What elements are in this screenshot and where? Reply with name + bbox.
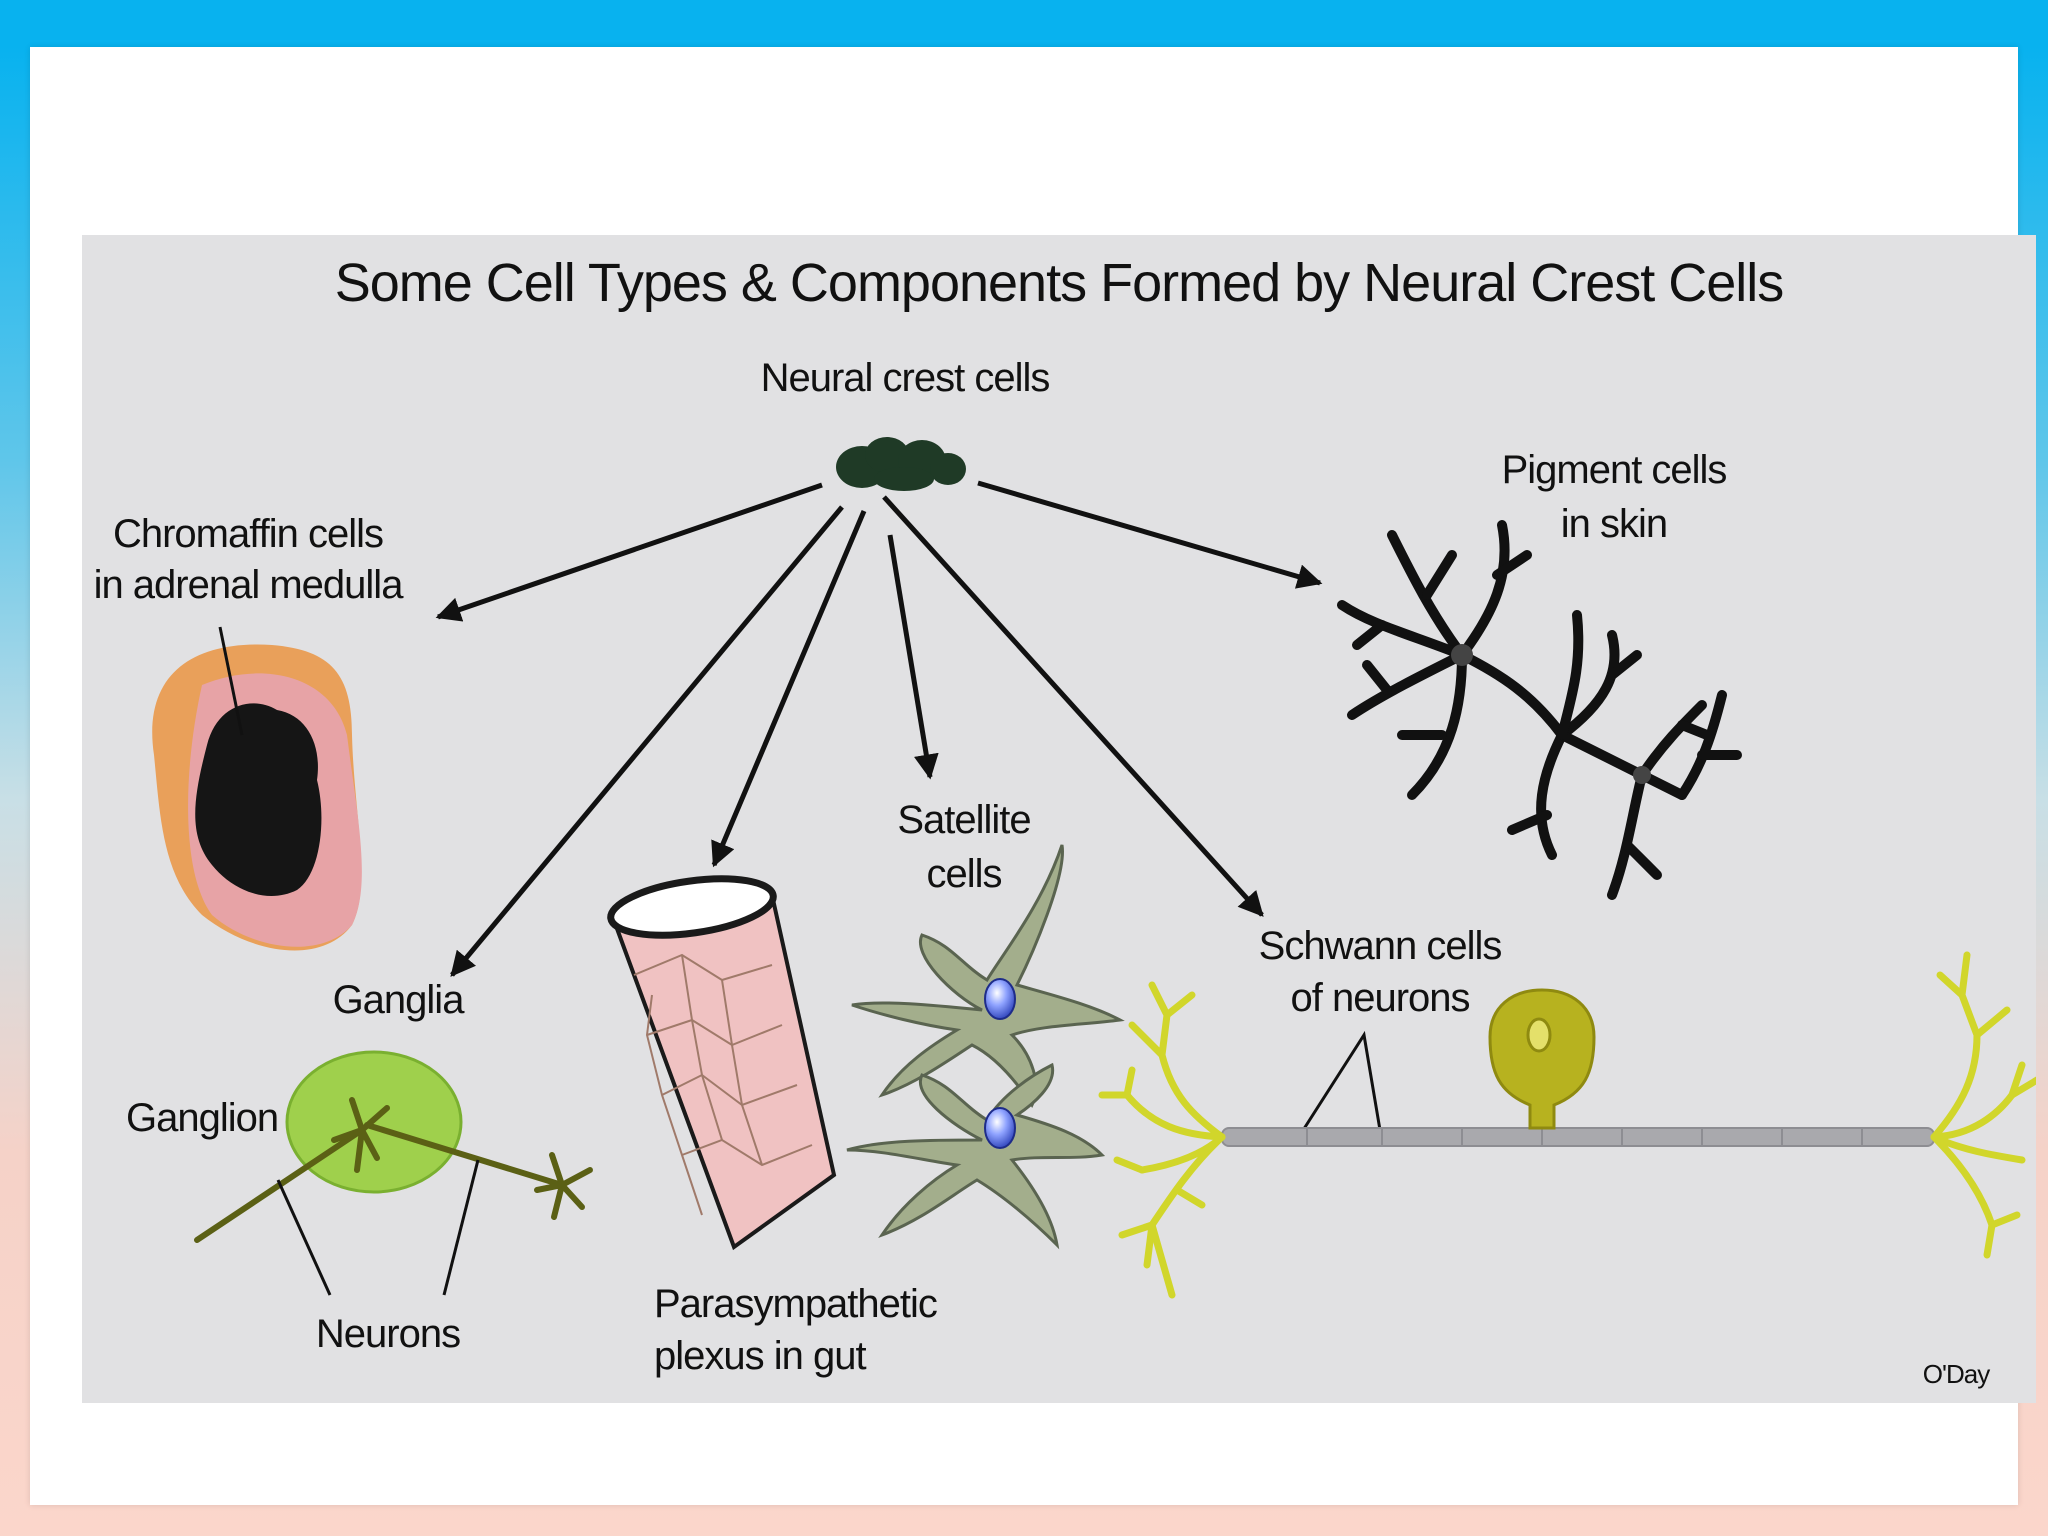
neurons-label: Neurons (316, 1312, 460, 1356)
pigment-cells-illustration (1337, 520, 1742, 900)
figure-title: Some Cell Types & Components Formed by N… (335, 253, 1784, 313)
arrow-to-chromaffin (435, 482, 823, 622)
gut-tube-illustration (607, 875, 837, 1251)
chromaffin-label-line1: Chromaffin cells (113, 512, 383, 556)
dendrites-left (1098, 981, 1226, 1299)
source-label: Neural crest cells (761, 356, 1050, 400)
neurons-pointer-left (276, 1179, 332, 1296)
satellite-nucleus (984, 978, 1016, 1020)
arrow-to-pigment (977, 480, 1323, 589)
pigment-nucleus (1633, 766, 1651, 784)
arrow-to-satellite (887, 534, 939, 780)
satellite-label-line1: Satellite (897, 798, 1030, 842)
satellite-label-line2: cells (926, 852, 1001, 896)
arrow-to-schwann (882, 495, 1264, 917)
myelinated-axon (1221, 1127, 1935, 1147)
arrow-to-ganglia (450, 505, 844, 977)
pigment-label-line1: Pigment cells (1502, 448, 1727, 492)
schwann-label-line1: Schwann cells (1259, 924, 1502, 968)
neuron-soma (1488, 988, 1596, 1130)
parasympathetic-label-line2: plexus in gut (654, 1334, 866, 1378)
neural-crest-diagram: Some Cell Types & Components Formed by N… (94, 253, 2036, 1389)
satellite-cells-illustration (846, 844, 1125, 1250)
schwann-pointer (1298, 1030, 1382, 1136)
neural-crest-cells-cluster (836, 437, 966, 491)
credit-text: O'Day (1923, 1359, 1990, 1389)
pigment-nucleus (1451, 644, 1473, 666)
slide: Some Cell Types & Components Formed by N… (30, 47, 2036, 1505)
arrow-to-gut (711, 510, 867, 868)
ganglia-label: Ganglia (333, 978, 466, 1022)
satellite-nucleus (984, 1107, 1016, 1149)
axon-terminals-right (1930, 951, 2036, 1259)
parasympathetic-label-line1: Parasympathetic (654, 1282, 937, 1326)
schwann-label-line2: of neurons (1290, 976, 1469, 1020)
chromaffin-label-line2: in adrenal medulla (94, 563, 405, 607)
neurons-pointer-right (442, 1159, 480, 1296)
pigment-label-line2: in skin (1561, 502, 1667, 546)
adrenal-gland-illustration (152, 626, 362, 951)
schwann-segments (1306, 1128, 1863, 1146)
ganglion-label: Ganglion (126, 1096, 278, 1140)
neural-crest-figure: Some Cell Types & Components Formed by N… (82, 235, 2036, 1403)
derivation-arrows (435, 480, 1323, 977)
